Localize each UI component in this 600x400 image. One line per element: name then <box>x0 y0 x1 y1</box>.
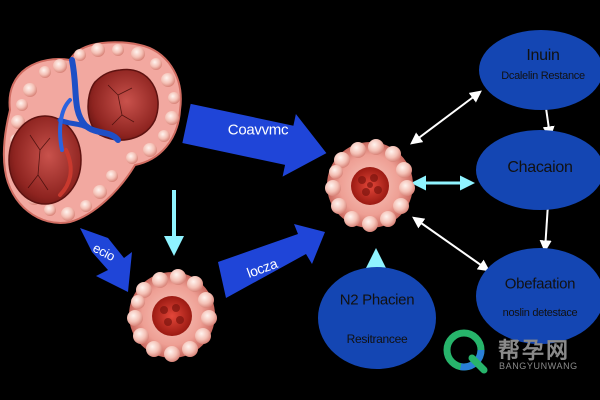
blood-vessel <box>57 57 121 197</box>
watermark-latin: BANGYUNWANG <box>499 361 578 371</box>
liver-illustration <box>2 41 182 224</box>
node-n2 <box>318 267 436 369</box>
cell-cluster-icon <box>325 139 415 232</box>
arrow-icon <box>80 228 132 292</box>
node-chacaion <box>476 130 600 210</box>
arrow-icon <box>182 103 327 177</box>
arrow-icon <box>218 224 325 298</box>
white-arrow <box>539 203 552 253</box>
node-obefaation <box>476 248 600 344</box>
cell-cluster-icon <box>127 269 217 362</box>
node-inuin <box>479 30 600 110</box>
white-arrow <box>410 90 482 145</box>
white-arrow <box>412 216 490 272</box>
watermark-logo-icon <box>443 329 488 374</box>
watermark-chinese: 帮孕网 <box>498 339 571 364</box>
